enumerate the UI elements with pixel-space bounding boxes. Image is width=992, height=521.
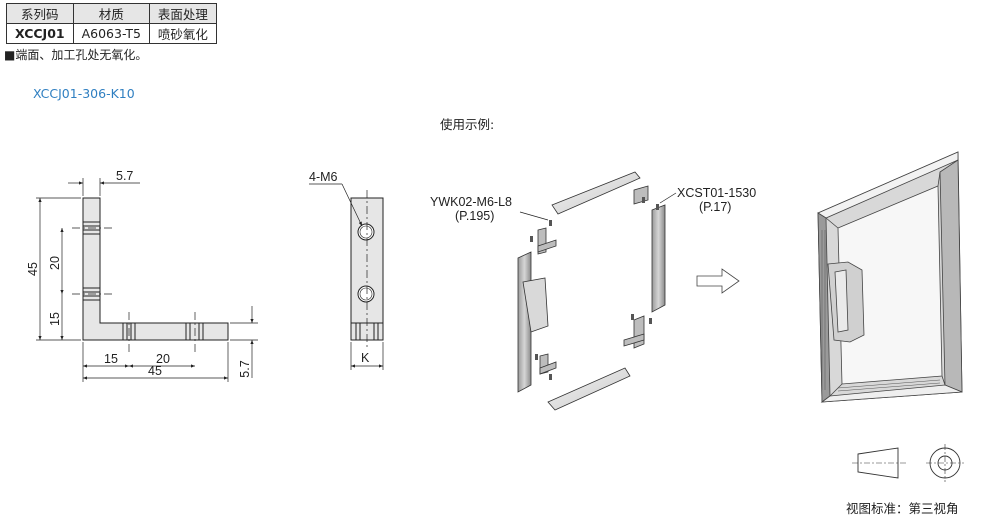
spec-table-row: XCCJ01 A6063-T5 喷砂氧化 [6, 23, 217, 44]
dim-left-lower: 15 [48, 312, 62, 326]
mount-hole-upper [357, 223, 375, 241]
spec-table: 系列码 材质 表面处理 XCCJ01 A6063-T5 喷砂氧化 [6, 3, 217, 44]
cell-material: A6063-T5 [72, 23, 150, 44]
header-series: 系列码 [6, 3, 74, 24]
profile-right [651, 204, 666, 313]
dim-right-thickness: 5.7 [238, 360, 252, 377]
side-view [309, 183, 384, 370]
dim-bottom-left: 15 [104, 352, 118, 366]
dim-left-upper: 20 [48, 256, 62, 270]
handle-exploded [522, 277, 549, 333]
dim-bottom-mid: 20 [156, 352, 170, 366]
profile-label: XCST01-1530 [677, 186, 756, 200]
exploded-assembly [517, 171, 740, 411]
corner-brackets [537, 185, 649, 375]
connector-page-ref: (P.195) [455, 209, 494, 223]
l-bracket-outline [82, 197, 229, 341]
connector-label: YWK02-M6-L8 [430, 195, 512, 209]
model-code: XCCJ01-306-K10 [33, 86, 135, 101]
hole-spec-label: 4-M6 [309, 170, 338, 184]
dim-bottom-total: 45 [148, 364, 162, 378]
profile-bottom [547, 367, 631, 411]
profile-page-ref: (P.17) [699, 200, 731, 214]
oxidation-note: ■端面、加工孔处无氧化。 [4, 48, 148, 62]
header-finish: 表面处理 [148, 3, 217, 24]
front-view [36, 178, 258, 382]
profile-top [551, 171, 641, 215]
spec-table-header-row: 系列码 材质 表面处理 [6, 3, 217, 24]
dim-left-total: 45 [26, 262, 40, 276]
bolts [530, 197, 659, 380]
arrow-to-assembled-icon [696, 268, 740, 294]
header-material: 材质 [72, 3, 150, 24]
third-angle-projection-icon [852, 444, 964, 482]
dim-top-thickness: 5.7 [116, 169, 133, 183]
projection-standard-label: 视图标准：第三视角 [846, 501, 959, 516]
assembled-frame [817, 151, 963, 403]
cell-finish: 喷砂氧化 [148, 23, 217, 44]
example-label: 使用示例: [440, 117, 495, 132]
width-label: K [361, 351, 370, 365]
mount-hole-lower [357, 285, 375, 303]
cell-series: XCCJ01 [6, 23, 74, 44]
